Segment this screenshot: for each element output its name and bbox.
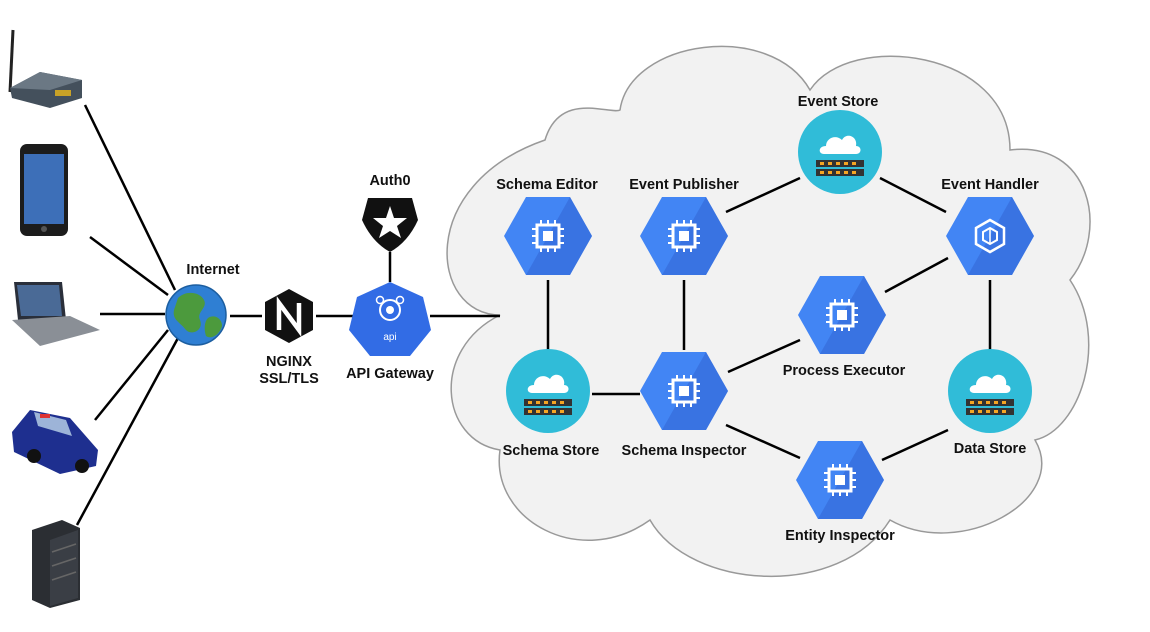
cpu-chip-icon: [532, 220, 564, 252]
auth0-icon: [362, 198, 418, 252]
server-rack-icon: [32, 520, 80, 608]
globe-icon: [165, 284, 227, 346]
schema-editor-node: [504, 197, 592, 275]
entity-inspector-node: [796, 441, 884, 519]
schema-inspector-node: [640, 352, 728, 430]
process-executor-node: [798, 276, 886, 354]
laptop-icon: [12, 282, 100, 346]
cpu-chip-icon: [824, 464, 856, 496]
process-executor-label: Process Executor: [782, 363, 906, 379]
nginx-label: NGINX: [266, 354, 312, 370]
internet-label: Internet: [186, 262, 240, 278]
cpu-chip-icon: [668, 375, 700, 407]
data-store-node: [948, 349, 1032, 433]
event-handler-node: [946, 197, 1034, 275]
data-store-label: Data Store: [953, 441, 1027, 457]
entity-inspector-label: Entity Inspector: [785, 528, 895, 544]
cube-icon: [974, 218, 1006, 254]
event-store-label: Event Store: [797, 94, 879, 110]
api-badge-label: api: [383, 332, 396, 343]
cpu-chip-icon: [668, 220, 700, 252]
cpu-chip-icon: [826, 299, 858, 331]
schema-inspector-label: Schema Inspector: [621, 443, 747, 459]
api-gateway-label: API Gateway: [346, 366, 434, 382]
smartphone-icon: [20, 144, 68, 236]
event-handler-label: Event Handler: [941, 177, 1039, 193]
connection-lines: [75, 104, 992, 526]
police-car-icon: [12, 410, 98, 474]
event-publisher-label: Event Publisher: [629, 177, 739, 193]
schema-store-node: [506, 349, 590, 433]
nginx-icon: [265, 289, 313, 343]
cloud-boundary: [446, 45, 1091, 578]
schema-editor-label: Schema Editor: [496, 177, 598, 193]
auth0-label: Auth0: [369, 173, 411, 189]
schema-store-label: Schema Store: [502, 443, 600, 459]
event-publisher-node: [640, 197, 728, 275]
cloud-storage-icon: [816, 135, 864, 176]
ssl-tls-label: SSL/TLS: [259, 371, 319, 387]
cloud-storage-icon: [524, 374, 572, 415]
api-gateway-icon: [349, 282, 431, 356]
cloud-storage-icon: [966, 374, 1014, 415]
event-store-node: [798, 110, 882, 194]
wifi-router-icon: [8, 29, 82, 108]
